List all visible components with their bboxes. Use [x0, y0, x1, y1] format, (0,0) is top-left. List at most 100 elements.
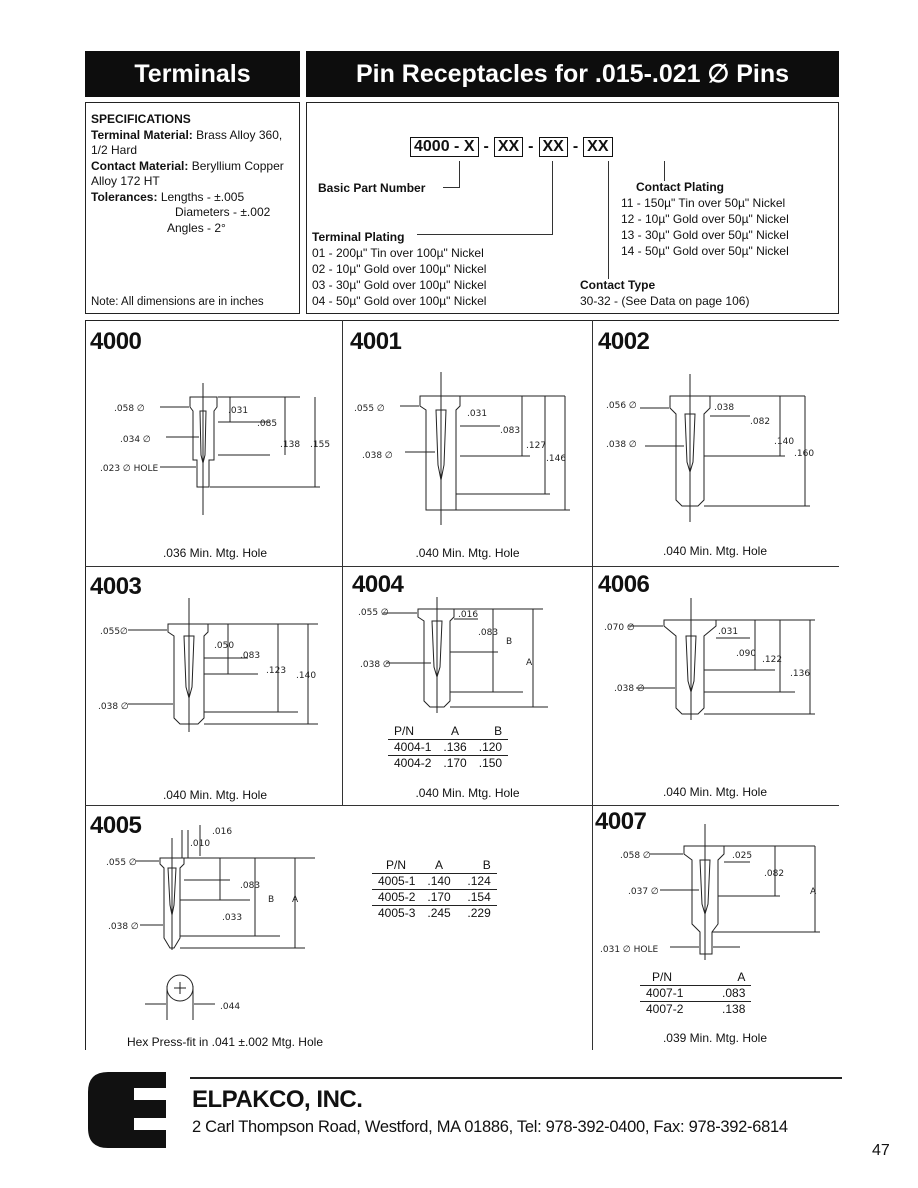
label-4000-d1: .058 ∅ — [114, 404, 145, 414]
label-4005-hex: .044 — [220, 1002, 240, 1012]
product-grid — [85, 320, 839, 1050]
label-4007-d3: .031 ∅ HOLE — [600, 945, 658, 955]
code-seg-terminal-plating: XX — [493, 137, 524, 157]
label-4005-d2: .038 ∅ — [108, 922, 139, 932]
company-address: 2 Carl Thompson Road, Westford, MA 01886… — [192, 1118, 788, 1136]
contact-4000 — [199, 410, 207, 464]
label-4001-d1: .055 ∅ — [354, 404, 385, 414]
terminal-plating-list: Terminal Plating 01 - 200µ" Tin over 100… — [312, 230, 487, 308]
drawing-4006: .070 ∅ .038 ∅ .031 .090 .122 .136 — [604, 598, 815, 720]
label-4003-d2: .038 ∅ — [98, 702, 129, 712]
spec-tolerances: Tolerances: Lengths - ±.005 — [91, 189, 245, 204]
label-4007-l4: A — [810, 887, 817, 897]
label-4004-d2: .038 ∅ — [360, 660, 391, 670]
table-row: 4007-2.138 — [646, 1002, 746, 1016]
contact-4003 — [183, 635, 195, 700]
label-4000-d3: .023 ∅ HOLE — [100, 464, 158, 474]
label-4001-d2: .038 ∅ — [362, 451, 393, 461]
label-4002-d1: .056 ∅ — [606, 401, 637, 411]
drawing-4003: .055∅ .038 ∅ .050 .083 .123 .140 — [98, 598, 318, 732]
footer-rule — [190, 1077, 842, 1079]
model-4004-caption: .040 Min. Mtg. Hole — [415, 786, 520, 800]
label-4004-l2: .083 — [478, 628, 498, 638]
label-4002-l3: .140 — [774, 437, 794, 447]
header-left-title: Terminals — [134, 59, 251, 88]
part-number-box: 4000 - X - XX - XX - XX Basic Part Numbe… — [306, 102, 839, 314]
label-4006-d2: .038 ∅ — [614, 684, 645, 694]
body-4004 — [417, 608, 455, 708]
body-4006 — [663, 619, 717, 715]
model-4000-caption: .036 Min. Mtg. Hole — [162, 546, 268, 560]
label-4004-d1: .055 ∅ — [358, 608, 389, 618]
label-4006-d1: .070 ∅ — [604, 623, 635, 633]
drawing-4001: .055 ∅ .038 ∅ .031 .083 .127 .146 — [354, 372, 570, 525]
label-4004-l4: A — [526, 658, 533, 668]
code-seg-contact-plating: XX — [583, 137, 613, 157]
body-4005 — [159, 857, 185, 949]
drawing-4007: .058 ∅ .037 ∅ .031 ∅ HOLE .025 .082 A — [600, 824, 820, 960]
table-row: 4007-1.083 — [640, 985, 752, 1002]
table-row: 4005-1.140.124 — [372, 873, 497, 890]
specifications-box: SPECIFICATIONS Terminal Material: Brass … — [85, 102, 300, 314]
spec-tol-diameters: Diameters - ±.002 — [175, 205, 271, 219]
label-4004-l1: .016 — [458, 610, 478, 620]
label-4004-l3: B — [506, 637, 512, 647]
label-4007-d1: .058 ∅ — [620, 851, 651, 861]
label-4003-l2: .083 — [240, 651, 260, 661]
label-4002-d2: .038 ∅ — [606, 440, 637, 450]
model-4007-caption: .039 Min. Mtg. Hole — [662, 1031, 768, 1045]
spec-terminal-material: Terminal Material: Brass Alloy 360, 1/2 … — [91, 127, 283, 158]
part-code: 4000 - X - XX - XX - XX — [410, 137, 613, 157]
model-4005-title: 4005 — [90, 812, 142, 839]
contact-4006 — [685, 635, 697, 694]
company-name: ELPAKCO, INC. — [192, 1086, 363, 1113]
specs-heading: SPECIFICATIONS — [91, 112, 191, 126]
label-4007-l2: .082 — [764, 869, 784, 879]
contact-4004 — [431, 620, 443, 679]
contact-4005 — [167, 867, 177, 916]
label-4002-l2: .082 — [750, 417, 770, 427]
label-4001-l3: .127 — [526, 441, 546, 451]
drawing-4002: .056 ∅ .038 ∅ .038 .082 .140 .160 — [606, 374, 814, 522]
header-right: Pin Receptacles for .015-.021 ∅ Pins — [306, 51, 839, 97]
model-4000-title: 4000 — [90, 328, 142, 355]
label-4000-d2: .034 ∅ — [120, 435, 151, 445]
model-4004-title: 4004 — [352, 571, 404, 598]
label-4005-l1: .083 — [240, 881, 260, 891]
header-right-title: Pin Receptacles for .015-.021 ∅ Pins — [355, 60, 790, 88]
label-4006-l1: .031 — [718, 627, 738, 637]
label-4003-d1: .055∅ — [100, 627, 128, 637]
label-4006-l4: .136 — [790, 669, 810, 679]
label-4002-l4: .160 — [794, 449, 814, 459]
label-4003-l1: .050 — [214, 641, 234, 651]
model-4006-title: 4006 — [598, 571, 650, 598]
label-4001-l1: .031 — [467, 409, 487, 419]
elpakco-logo-icon — [88, 1072, 166, 1148]
label-4006-l2: .090 — [736, 649, 756, 659]
body-4001 — [419, 395, 461, 511]
label-4002-l1: .038 — [714, 403, 734, 413]
label-4006-l3: .122 — [762, 655, 782, 665]
label-4000-l2: .085 — [257, 419, 277, 429]
contact-4007 — [699, 859, 711, 916]
spec-note: Note: All dimensions are in inches — [91, 295, 264, 308]
label-4005-d1: .055 ∅ — [106, 858, 137, 868]
table-row: 4004-1.136.120 — [388, 739, 509, 756]
contact-4001 — [435, 409, 447, 481]
table-row: 4004-2.170.150 — [394, 756, 503, 770]
spec-tol-angles: Angles - 2° — [167, 220, 226, 235]
drawing-4004: .055 ∅ .038 ∅ .016 .083 B A — [358, 597, 548, 713]
label-4005-l3: B — [268, 895, 274, 905]
spec-contact-material: Contact Material: Beryllium Copper Alloy… — [91, 158, 284, 189]
label-4000-l3: .138 — [280, 440, 300, 450]
contact-plating-list: Contact Plating 11 - 150µ" Tin over 50µ"… — [621, 180, 789, 258]
model-4007-title: 4007 — [595, 808, 647, 835]
contact-4002 — [684, 413, 696, 474]
contact-type: Contact Type 30-32 - (See Data on page 1… — [580, 278, 750, 308]
body-4000 — [189, 396, 218, 488]
model-4003-caption: .040 Min. Mtg. Hole — [162, 788, 268, 802]
label-4005-l0: .010 — [190, 839, 210, 849]
